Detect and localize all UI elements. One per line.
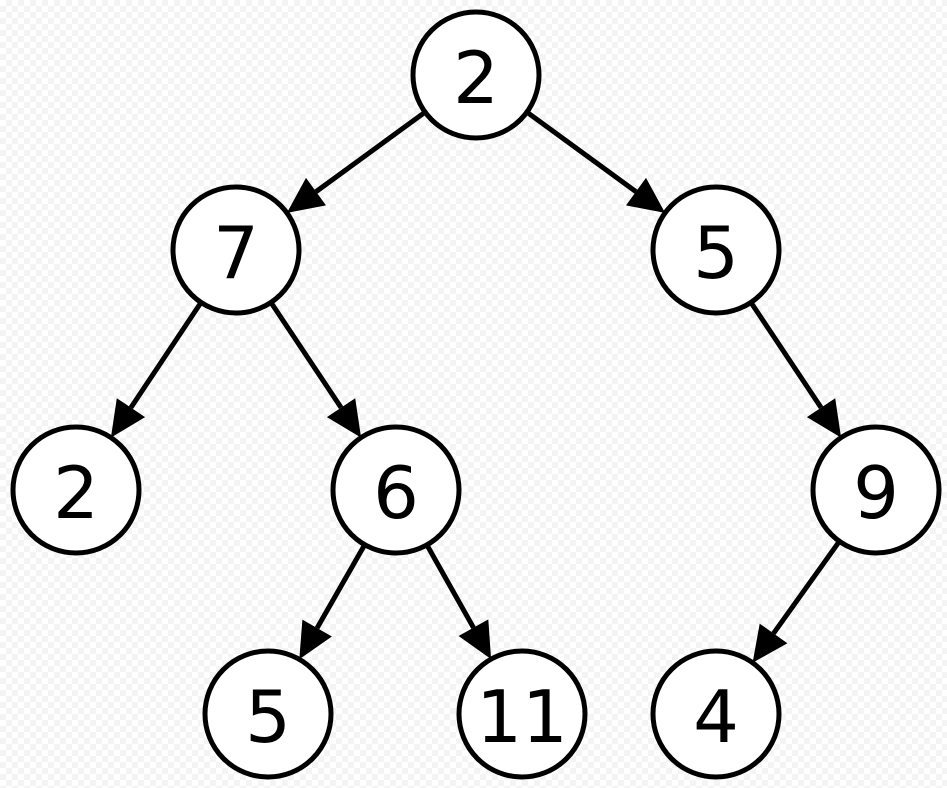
node-label: 2 xyxy=(53,451,99,535)
arrow-head-icon xyxy=(299,619,332,660)
tree-node-n-root: 2 xyxy=(410,9,542,141)
node-circle xyxy=(10,424,142,556)
edge-line xyxy=(314,543,367,630)
node-circle xyxy=(410,9,542,141)
edge-n-lr-to-n-lrl xyxy=(299,543,367,660)
arrow-head-icon xyxy=(752,623,788,663)
tree-node-n-l: 7 xyxy=(170,184,302,316)
edge-line xyxy=(314,110,427,194)
edge-n-lr-to-n-lrr xyxy=(424,543,492,660)
edge-line xyxy=(424,543,476,629)
tree-node-n-ll: 2 xyxy=(10,424,142,556)
node-label: 5 xyxy=(245,675,291,759)
arrow-head-icon xyxy=(286,177,326,213)
arrow-head-icon xyxy=(626,177,666,213)
node-label: 4 xyxy=(693,675,739,759)
edge-n-l-to-n-ll xyxy=(110,301,204,438)
node-circle xyxy=(170,184,302,316)
node-circle xyxy=(330,424,462,556)
node-label: 5 xyxy=(693,211,739,295)
edge-line xyxy=(748,301,824,409)
node-label: 6 xyxy=(373,451,419,535)
edge-line xyxy=(771,539,842,635)
tree-node-n-lrl: 5 xyxy=(202,648,334,780)
node-circle xyxy=(650,184,782,316)
arrow-head-icon xyxy=(806,398,842,438)
tree-node-n-r: 5 xyxy=(650,184,782,316)
edge-n-root-to-n-l xyxy=(286,110,427,213)
tree-node-n-lrr: 11 xyxy=(456,648,588,780)
edge-line xyxy=(525,110,638,194)
node-label: 9 xyxy=(853,451,899,535)
edge-line xyxy=(268,301,344,409)
node-label: 7 xyxy=(213,211,259,295)
tree-node-n-rr: 9 xyxy=(810,424,942,556)
edge-n-rr-to-n-rrl xyxy=(752,539,842,663)
edges-layer xyxy=(110,110,842,663)
tree-node-n-lr: 6 xyxy=(330,424,462,556)
arrow-head-icon xyxy=(326,398,362,438)
node-circle xyxy=(650,648,782,780)
node-label: 11 xyxy=(476,675,568,759)
node-circle xyxy=(810,424,942,556)
edge-n-root-to-n-r xyxy=(525,110,666,213)
edge-line xyxy=(128,301,204,409)
nodes-layer: 2 7 5 2 6 9 5 11 4 xyxy=(10,9,942,780)
node-circle xyxy=(202,648,334,780)
arrow-head-icon xyxy=(458,619,492,660)
edge-n-r-to-n-rr xyxy=(748,301,842,438)
node-circle xyxy=(456,648,588,780)
edge-n-l-to-n-lr xyxy=(268,301,362,438)
node-label: 2 xyxy=(453,36,499,120)
arrow-head-icon xyxy=(110,398,146,438)
tree-node-n-rrl: 4 xyxy=(650,648,782,780)
